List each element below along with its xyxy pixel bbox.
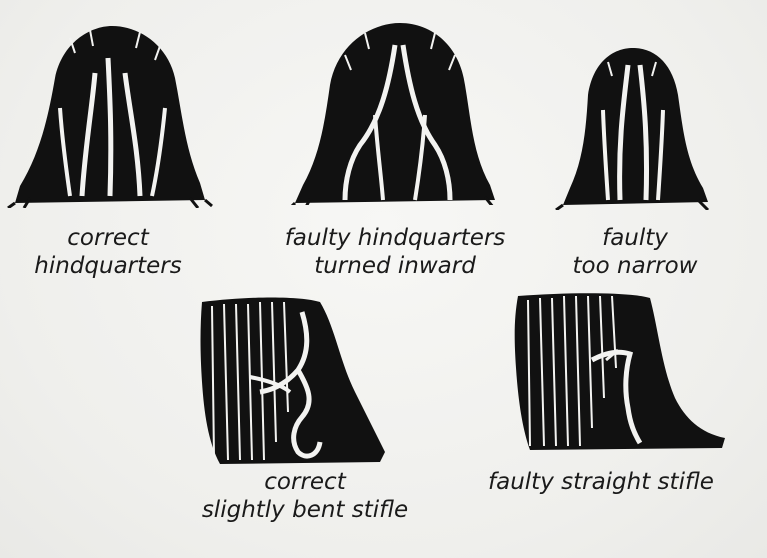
figure-faulty-too-narrow [548, 40, 723, 210]
figure-faulty-straight-stifle [500, 288, 730, 458]
caption-line: turned inward [280, 252, 510, 280]
caption-line: faulty straight stifle [476, 468, 726, 496]
figure-faulty-turned-inward [285, 15, 510, 205]
drawing-faulty-turned-inward [285, 15, 510, 205]
caption-line: faulty hindquarters [280, 224, 510, 252]
drawing-faulty-too-narrow [548, 40, 723, 210]
caption-line: too narrow [550, 252, 720, 280]
caption-faulty-turned-inward: faulty hindquarters turned inward [280, 224, 510, 280]
caption-line: hindquarters [28, 252, 188, 280]
figure-correct-bent-stifle [190, 292, 390, 472]
drawing-correct-hindquarters [0, 18, 215, 208]
caption-line: correct [195, 468, 415, 496]
caption-faulty-too-narrow: faulty too narrow [550, 224, 720, 280]
drawing-correct-bent-stifle [190, 292, 390, 472]
figure-correct-hindquarters [0, 18, 215, 208]
caption-correct-hindquarters: correct hindquarters [28, 224, 188, 280]
caption-line: faulty [550, 224, 720, 252]
caption-line: slightly bent stifle [195, 496, 415, 524]
caption-faulty-straight-stifle: faulty straight stifle [476, 468, 726, 496]
drawing-faulty-straight-stifle [500, 288, 730, 458]
caption-line: correct [28, 224, 188, 252]
caption-correct-bent-stifle: correct slightly bent stifle [195, 468, 415, 524]
